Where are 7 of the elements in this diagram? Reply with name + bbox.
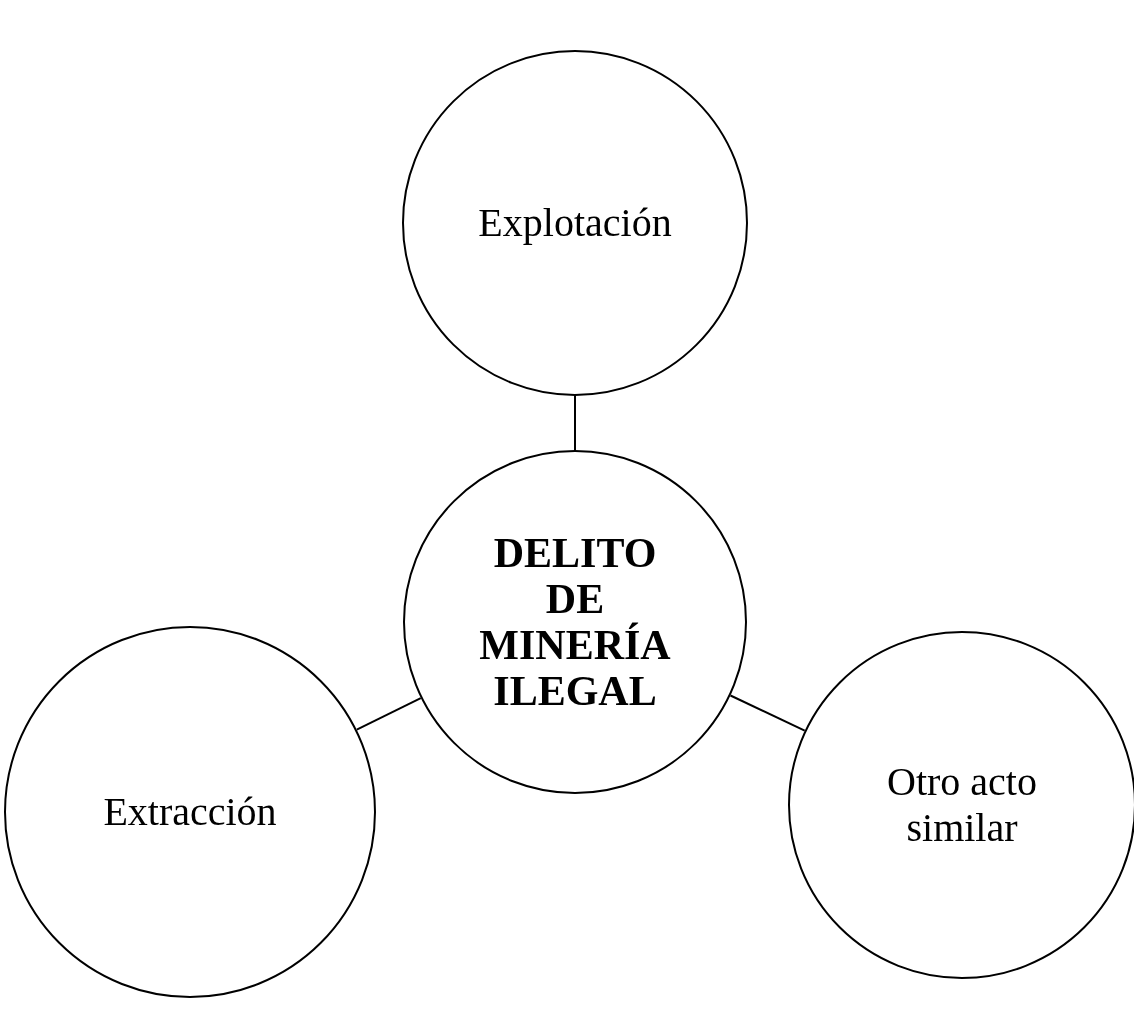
node-label: Extracción	[103, 789, 277, 835]
node-label: DELITO DE MINERÍA ILEGAL	[478, 529, 672, 715]
node-label: Explotación	[478, 200, 672, 246]
node-label: Otro acto similar	[886, 759, 1038, 851]
connector-line	[355, 697, 422, 731]
connector-line	[574, 395, 576, 451]
connector-line	[729, 694, 806, 732]
